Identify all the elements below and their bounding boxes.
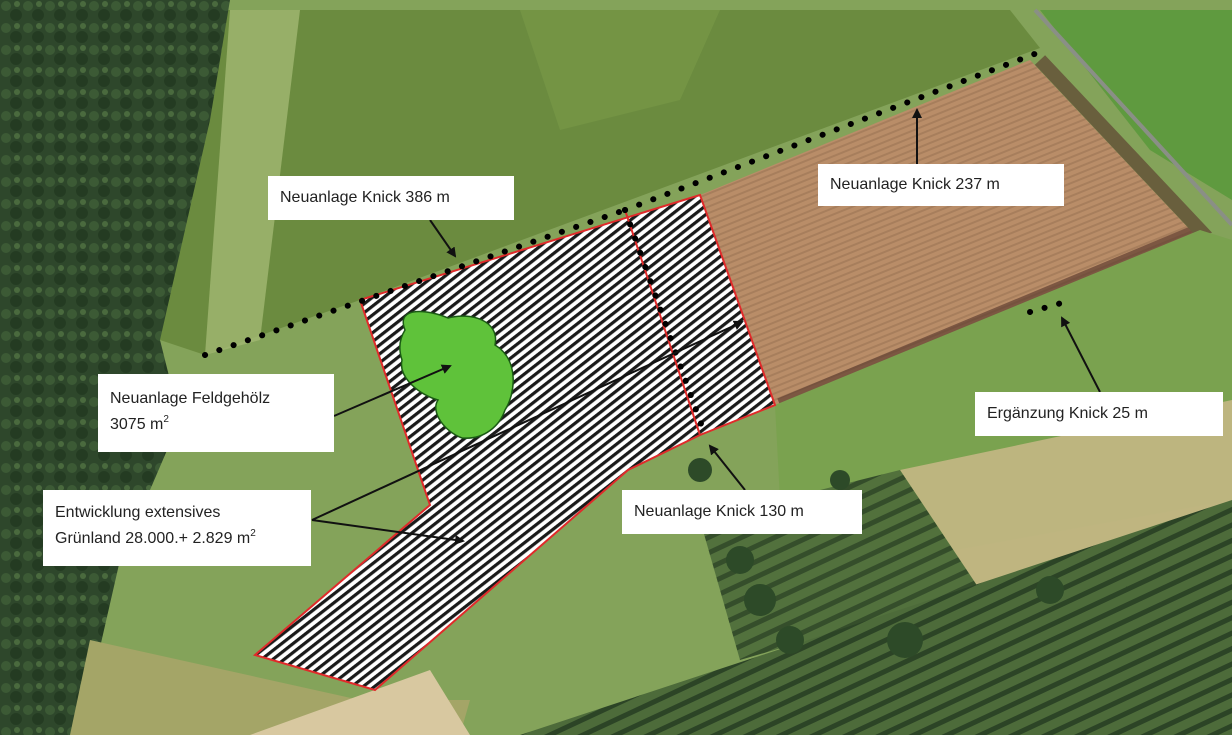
inner-boundary xyxy=(624,209,701,436)
area-value: Grünland 28.000.+ 2.829 m xyxy=(55,530,251,547)
label-text: Neuanlage Knick 237 m xyxy=(830,176,1000,193)
label-neuanlage-knick-386: Neuanlage Knick 386 m xyxy=(268,176,514,220)
label-line-2: 3075 m2 xyxy=(110,412,322,438)
hedge-ergaenzung-25 xyxy=(1027,299,1068,315)
label-text: Neuanlage Knick 386 m xyxy=(280,189,450,206)
extensive-grassland-area xyxy=(252,193,777,692)
arrow-knick-130 xyxy=(708,444,746,491)
hedge-trees xyxy=(688,458,1064,658)
label-entwicklung-gruenland: Entwicklung extensives Grünland 28.000.+… xyxy=(43,490,311,566)
area-value: 3075 m xyxy=(110,416,164,433)
unit-superscript: 2 xyxy=(163,413,169,425)
field-grove xyxy=(399,310,514,439)
label-neuanlage-knick-237: Neuanlage Knick 237 m xyxy=(818,164,1064,206)
northeast-field xyxy=(1040,10,1232,200)
label-text: Ergänzung Knick 25 m xyxy=(987,405,1148,422)
hedge-knick-386 xyxy=(202,207,628,358)
arrow-ergaenzung xyxy=(1061,316,1101,393)
arrow-gruenland-2 xyxy=(311,519,465,545)
plowed-field xyxy=(700,60,1195,405)
north-field xyxy=(160,10,1040,355)
label-line-1: Entwicklung extensives xyxy=(55,504,221,521)
label-neuanlage-knick-130: Neuanlage Knick 130 m xyxy=(622,490,862,534)
arrow-knick-386 xyxy=(429,219,457,258)
road xyxy=(1033,8,1232,227)
unit-superscript: 2 xyxy=(250,527,256,539)
hedge-knick-237 xyxy=(622,47,1048,213)
arrow-feldgehoelz xyxy=(333,364,452,417)
arrow-gruenland-1 xyxy=(311,320,744,521)
callout-arrows xyxy=(311,108,1101,545)
hedge-knick-130 xyxy=(622,207,708,438)
label-line-1: Neuanlage Feldgehölz xyxy=(110,390,271,407)
label-neuanlage-feldgehoelz: Neuanlage Feldgehölz 3075 m2 xyxy=(98,374,334,452)
label-line-2: Grünland 28.000.+ 2.829 m2 xyxy=(55,526,299,552)
label-ergaenzung-knick: Ergänzung Knick 25 m xyxy=(975,392,1223,436)
sandy-patch xyxy=(250,670,470,735)
field-stripe xyxy=(520,10,720,130)
north-field-light-strip xyxy=(205,10,300,355)
label-text: Neuanlage Knick 130 m xyxy=(634,503,804,520)
